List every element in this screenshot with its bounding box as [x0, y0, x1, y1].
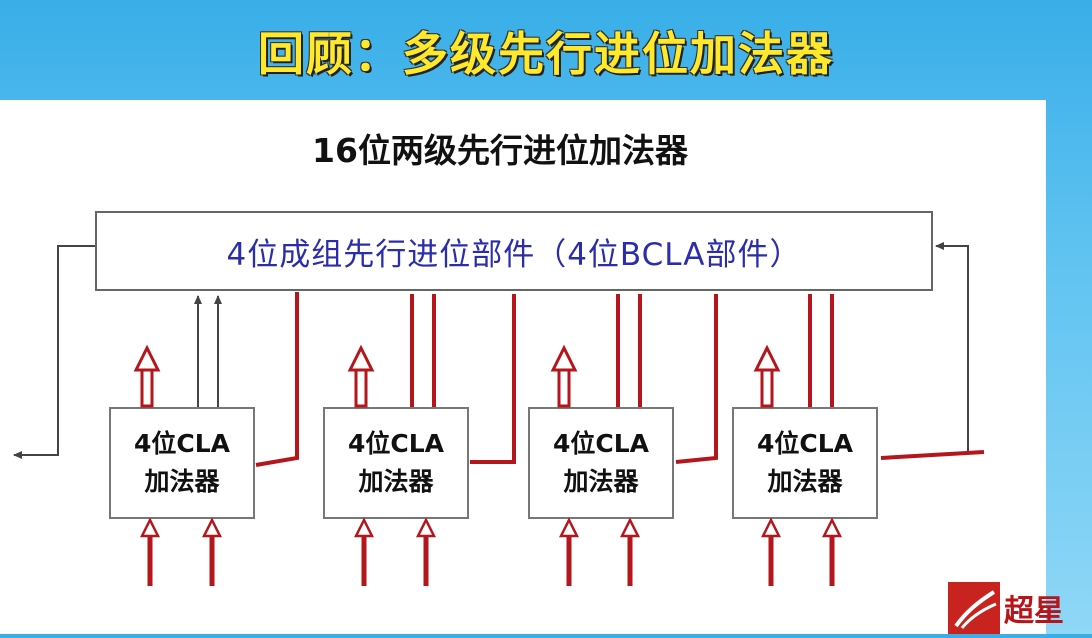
- sum-output-arrow: [753, 344, 781, 408]
- input-arrow-b: [821, 517, 843, 586]
- carry-line: [675, 294, 718, 464]
- carry-out-line: [13, 245, 95, 459]
- publisher-logo: 超星: [948, 582, 1092, 634]
- input-arrow-a: [353, 517, 375, 586]
- input-arrow-a: [760, 517, 782, 586]
- sum-output-arrow: [133, 344, 161, 408]
- input-arrow-b: [619, 517, 641, 586]
- bcla-unit-box: 4位成组先行进位部件（4位BCLA部件）: [95, 211, 933, 291]
- carry-in-line: [935, 242, 969, 452]
- carry-in-red-line: [880, 450, 985, 460]
- cla-adder-label-line1: 4位CLA: [756, 429, 854, 458]
- cla-adder-label-line2: 加法器: [767, 467, 843, 496]
- diagram-heading: 16位两级先行进位加法器: [312, 131, 688, 170]
- cla-adder-box-4: 4位CLA 加法器: [732, 407, 878, 519]
- sum-output-arrow: [550, 344, 578, 408]
- cla-adder-label-line1: 4位CLA: [347, 429, 445, 458]
- carry-line: [255, 292, 299, 467]
- diagram-panel: [0, 100, 1046, 634]
- carry-line: [470, 294, 516, 464]
- bcla-unit-label: 4位成组先行进位部件（4位BCLA部件）: [226, 236, 802, 273]
- input-arrow-a: [558, 517, 580, 586]
- slide-title: 回顾：多级先行进位加法器: [258, 27, 834, 81]
- cla-adder-label-line2: 加法器: [563, 467, 639, 496]
- input-arrow-a: [139, 517, 161, 586]
- logo-mark-icon: [948, 582, 1000, 634]
- logo-text: 超星: [1004, 594, 1064, 629]
- cla-adder-label-line2: 加法器: [358, 467, 434, 496]
- sum-output-arrow: [347, 344, 375, 408]
- cla-adder-box-3: 4位CLA 加法器: [528, 407, 674, 519]
- cla-adder-box-2: 4位CLA 加法器: [323, 407, 469, 519]
- cla-adder-label-line2: 加法器: [144, 467, 220, 496]
- cla-adder-box-1: 4位CLA 加法器: [109, 407, 255, 519]
- input-arrow-b: [201, 517, 223, 586]
- cla-adder-label-line1: 4位CLA: [133, 429, 231, 458]
- cla-adder-label-line1: 4位CLA: [552, 429, 650, 458]
- input-arrow-b: [415, 517, 437, 586]
